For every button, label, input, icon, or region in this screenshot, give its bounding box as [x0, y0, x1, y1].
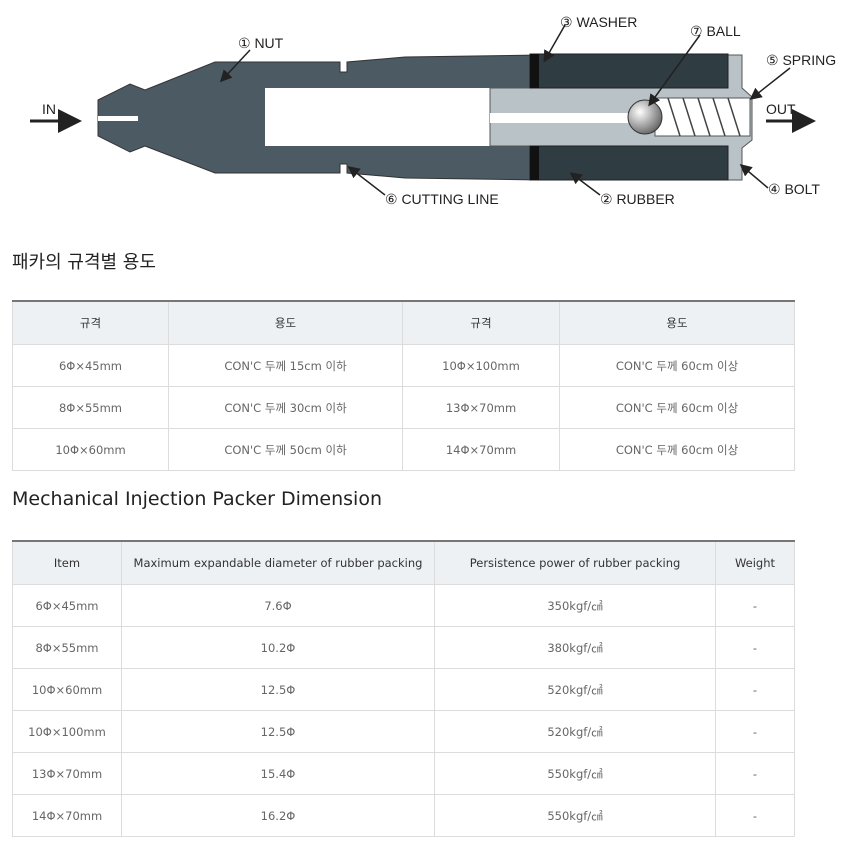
table-cell: 12.5Φ: [121, 710, 435, 753]
label-nut: ① NUT: [238, 35, 284, 51]
table-header-row: Item Maximum expandable diameter of rubb…: [12, 540, 795, 585]
header-cell: Maximum expandable diameter of rubber pa…: [121, 540, 435, 585]
ball: [627, 99, 663, 135]
washer-bottom: [530, 146, 539, 180]
table-cell: 520kgf/㎠: [434, 668, 716, 711]
table-cell: 6Φ×45mm: [12, 584, 122, 627]
label-washer: ③ WASHER: [560, 14, 637, 30]
table-cell: CON'C 두께 60cm 이상: [559, 344, 795, 387]
table-cell: CON'C 두께 50cm 이하: [168, 428, 403, 471]
table-cell: CON'C 두께 60cm 이상: [559, 386, 795, 429]
header-cell: 용도: [559, 300, 795, 345]
table-cell: 6Φ×45mm: [12, 344, 169, 387]
injection-packer-diagram: IN OUT ① NUT ③ WASHER ⑦ BALL ⑤ SPRING ⑥ …: [30, 14, 836, 207]
table-cell: -: [715, 668, 795, 711]
table-cell: -: [715, 626, 795, 669]
table-cell: 7.6Φ: [121, 584, 435, 627]
table-cell: 8Φ×55mm: [12, 386, 169, 429]
label-bolt: ④ BOLT: [768, 181, 820, 197]
header-cell: 규격: [12, 300, 169, 345]
table-cell: 550kgf/㎠: [434, 752, 716, 795]
table-cell: 350kgf/㎠: [434, 584, 716, 627]
table-cell: 10Φ×100mm: [402, 344, 560, 387]
table-cell: 10.2Φ: [121, 626, 435, 669]
table-cell: 15.4Φ: [121, 752, 435, 795]
dimension-section-title: Mechanical Injection Packer Dimension: [12, 488, 382, 510]
header-cell: Persistence power of rubber packing: [434, 540, 716, 585]
table-cell: 14Φ×70mm: [402, 428, 560, 471]
table-cell: -: [715, 794, 795, 837]
table-cell: 10Φ×100mm: [12, 710, 122, 753]
dimension-table: Item Maximum expandable diameter of rubb…: [12, 540, 795, 837]
usage-section-title: 패카의 규격별 용도: [12, 252, 156, 273]
washer-top: [530, 54, 539, 88]
label-ball: ⑦ BALL: [690, 23, 741, 39]
rubber-top: [529, 53, 729, 89]
table-cell: 13Φ×70mm: [402, 386, 560, 429]
table-cell: 8Φ×55mm: [12, 626, 122, 669]
header-cell: Item: [12, 540, 122, 585]
table-cell: 10Φ×60mm: [12, 428, 169, 471]
table-cell: -: [715, 584, 795, 627]
header-cell: 용도: [168, 300, 403, 345]
table-cell: -: [715, 710, 795, 753]
table-cell: 520kgf/㎠: [434, 710, 716, 753]
label-in: IN: [42, 101, 56, 117]
table-cell: CON'C 두께 15cm 이하: [168, 344, 403, 387]
label-rubber: ② RUBBER: [600, 191, 675, 207]
table-cell: 380kgf/㎠: [434, 626, 716, 669]
table-cell: CON'C 두께 60cm 이상: [559, 428, 795, 471]
rubber-bottom: [529, 145, 729, 181]
table-cell: 14Φ×70mm: [12, 794, 122, 837]
label-out: OUT: [766, 101, 796, 117]
table-cell: 550kgf/㎠: [434, 794, 716, 837]
table-cell: CON'C 두께 30cm 이하: [168, 386, 403, 429]
header-cell: 규격: [402, 300, 560, 345]
table-cell: 13Φ×70mm: [12, 752, 122, 795]
table-cell: 12.5Φ: [121, 668, 435, 711]
table-header-row: 규격 용도 규격 용도: [12, 300, 795, 345]
label-cutting-line: ⑥ CUTTING LINE: [385, 191, 499, 207]
header-cell: Weight: [715, 540, 795, 585]
table-cell: 16.2Φ: [121, 794, 435, 837]
table-cell: -: [715, 752, 795, 795]
label-spring: ⑤ SPRING: [766, 52, 836, 68]
table-cell: 10Φ×60mm: [12, 668, 122, 711]
